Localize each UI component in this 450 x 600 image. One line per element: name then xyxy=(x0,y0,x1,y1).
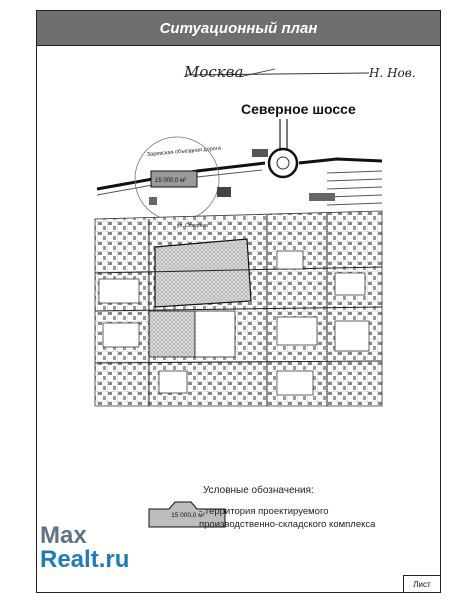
legend-symbol-label: 15 000,0 м² xyxy=(171,512,205,519)
site-plan-map: Москва Н. Нов. Северное шоссе Заревская … xyxy=(94,63,416,407)
plot-marker xyxy=(150,170,198,188)
page-title: Ситуационный план xyxy=(37,11,440,46)
legend-title: Условные обозначения: xyxy=(203,485,314,496)
legend-item-line1: - территория проектируемого xyxy=(199,506,329,517)
watermark-line2: Realt.ru xyxy=(40,546,130,573)
direction-right-label: Н. Нов. xyxy=(368,66,416,80)
project-territory xyxy=(154,238,252,308)
road-label: Заревская объездная дорога xyxy=(147,145,222,158)
plot-area-label: 15 000,0 м² xyxy=(155,178,186,184)
direction-line-2 xyxy=(238,68,276,78)
watermark-logo: Max Realt.ru xyxy=(40,524,129,572)
street-grid xyxy=(94,213,383,406)
legend-item-line2: производственно-складского комплекса xyxy=(199,519,376,530)
watermark-line1: Max xyxy=(40,522,87,549)
right-hatch-area xyxy=(326,170,383,206)
main-highway xyxy=(96,161,266,191)
legend-item-text: - территория проектируемого производстве… xyxy=(199,505,419,531)
plan-sheet: Ситуационный план Москва Н. Нов. Северно… xyxy=(36,10,441,593)
sheet-label: Лист xyxy=(403,575,440,592)
direction-line xyxy=(184,72,370,76)
highway-label: Северное шоссе xyxy=(241,101,356,117)
legend-territory-symbol xyxy=(148,501,226,528)
street-label: ул. Северная xyxy=(177,223,208,229)
roundabout xyxy=(267,147,299,179)
direction-left-label: Москва xyxy=(183,63,243,81)
